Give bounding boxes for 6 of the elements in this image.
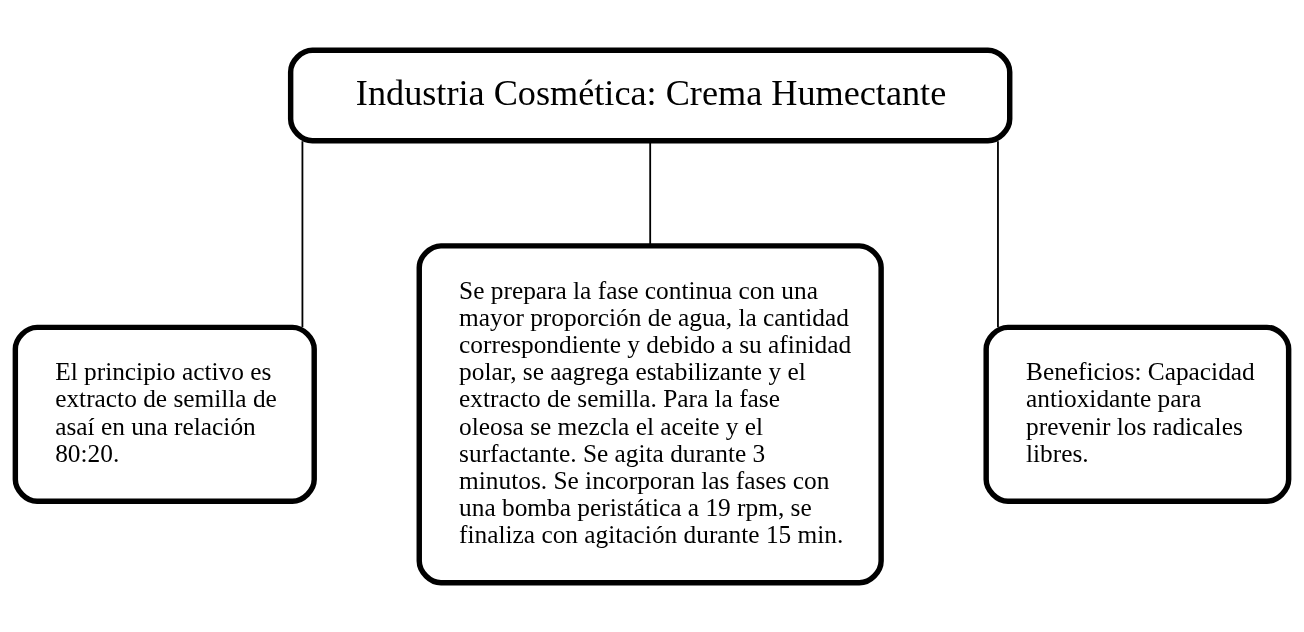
node-box: Industria Cosmética: Crema Humectante — [287, 47, 1013, 144]
node-box: Beneficios: Capacidad antioxidante para prevenir los radicales libres. — [983, 324, 1292, 504]
connector — [997, 139, 999, 328]
node-box: El principio activo es extracto de semilla de asaí en una relación 80:20. — [12, 324, 317, 504]
node-box: Se prepara la fase continua con una mayor proporción de agua, la cantidad correspondiente y debido a su afinidad polar, se aagrega estabilizante y el extracto de semilla. Para la fase oleosa se mezcla el aceite y el surfactante. Se agita durante 3 minutos. Se incorporan las fases con una bomba peristática a 19 rpm, se finaliza con agitación durante 15 min. — [416, 242, 884, 585]
connector — [301, 139, 304, 328]
